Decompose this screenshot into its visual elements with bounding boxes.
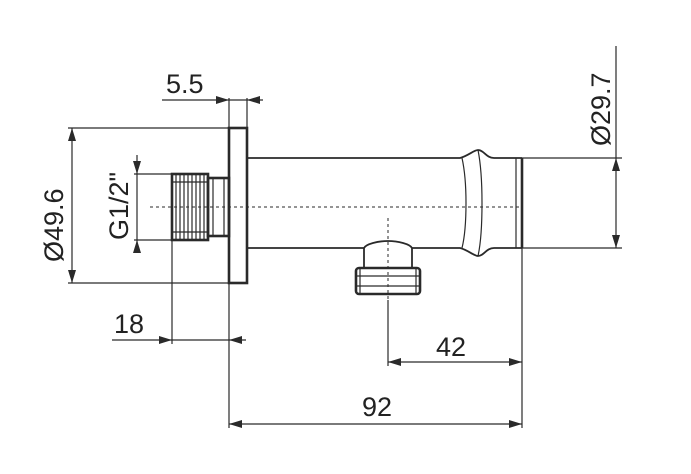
- dim-outlet-offset: 42: [436, 332, 466, 362]
- dim-tube-diameter: Ø29.7: [586, 72, 616, 146]
- flange-plate: [227, 126, 249, 285]
- dim-thread-length: 18: [114, 309, 144, 339]
- center-lines: [150, 206, 522, 300]
- dimension-labels: 5.5 Ø49.6 G1/2" 18 42 92 Ø29.7: [39, 69, 616, 422]
- part-outline: [170, 126, 524, 296]
- dim-thread-size: G1/2": [104, 172, 134, 240]
- dim-flange-thickness: 5.5: [166, 69, 204, 99]
- dimension-lines: [68, 46, 622, 428]
- dim-flange-diameter: Ø49.6: [39, 188, 69, 262]
- tube-body: [247, 149, 524, 257]
- dim-overall-length: 92: [362, 392, 392, 422]
